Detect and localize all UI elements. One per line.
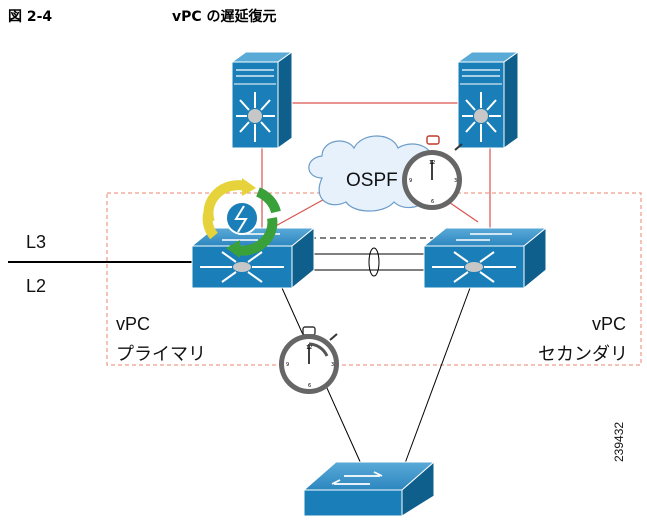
- primary-name-label: プライマリ: [116, 344, 206, 364]
- secondary-role-label: vPC: [592, 314, 627, 334]
- svg-text:9: 9: [409, 178, 412, 184]
- nexus7000-core-icon: [456, 51, 520, 149]
- figure-title: vPC の遅延復元: [172, 9, 277, 25]
- figure-label: 図 2-4: [8, 9, 53, 25]
- red-links: [261, 102, 491, 232]
- l3-label: L3: [26, 232, 47, 252]
- figure-id: 239432: [612, 421, 626, 462]
- stopwatch-icon: 12 3 6 9: [279, 326, 339, 394]
- svg-text:6: 6: [308, 383, 311, 389]
- svg-text:12: 12: [429, 160, 435, 166]
- svg-text:3: 3: [331, 362, 334, 368]
- l2-label: L2: [26, 276, 47, 296]
- vpc-peer-link: [300, 237, 448, 277]
- nexus7000-core-icon: [230, 51, 294, 149]
- svg-text:9: 9: [286, 362, 289, 368]
- access-switch-icon: [302, 460, 436, 517]
- restore-cycle-icon: [202, 178, 281, 258]
- svg-text:6: 6: [431, 199, 434, 205]
- svg-text:12: 12: [306, 345, 312, 351]
- primary-role-label: vPC: [116, 314, 151, 334]
- stopwatch-icon: 12 3 6 9: [402, 135, 463, 210]
- secondary-name-label: セカンダリ: [538, 344, 628, 364]
- nexus-switch-icon: [422, 226, 548, 290]
- ospf-label: OSPF: [346, 170, 398, 191]
- svg-text:3: 3: [454, 178, 457, 184]
